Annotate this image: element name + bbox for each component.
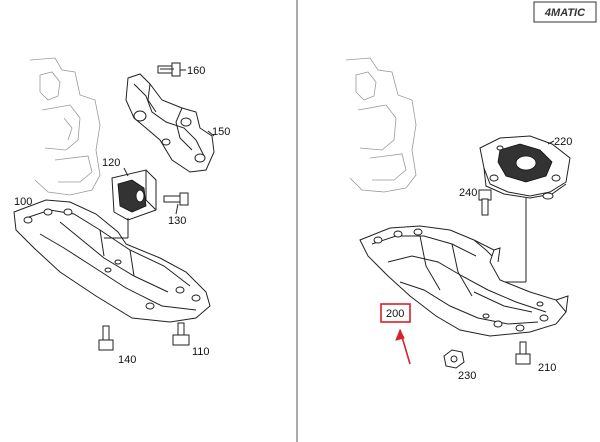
4matic-badge: 4MATIC xyxy=(533,1,597,23)
callout-150: 150 xyxy=(212,126,230,138)
bolt-240-icon xyxy=(478,189,492,216)
rubber-mount-120 xyxy=(111,169,157,221)
left-panel: 160 150 120 130 xyxy=(13,57,230,366)
callout-210: 210 xyxy=(538,362,556,374)
right-panel: 220 240 xyxy=(345,57,572,382)
highlight-200: 200 xyxy=(380,303,411,365)
bolt-130-icon xyxy=(163,192,189,206)
callout-100: 100 xyxy=(14,196,32,208)
callout-110: 110 xyxy=(192,346,210,358)
left-ghost-engine xyxy=(29,57,101,196)
bolt-160-icon xyxy=(157,62,181,77)
crossmember-100 xyxy=(13,199,211,323)
badge-text: 4MATIC xyxy=(544,7,586,19)
bolt-140-icon xyxy=(98,325,114,351)
callout-200: 200 xyxy=(386,308,404,320)
callout-230: 230 xyxy=(458,370,476,382)
bolt-110-icon xyxy=(172,322,190,346)
callout-160: 160 xyxy=(187,65,205,77)
callout-220: 220 xyxy=(554,136,572,148)
crossmember-200 xyxy=(359,225,569,337)
callout-140: 140 xyxy=(118,354,136,366)
arrow-head-icon xyxy=(395,328,405,341)
callout-130: 130 xyxy=(168,215,186,227)
callout-120: 120 xyxy=(102,157,120,169)
mount-220 xyxy=(479,135,571,200)
bolt-210-icon xyxy=(515,341,531,365)
right-ghost-engine xyxy=(345,57,417,193)
mount-bracket-150 xyxy=(125,73,215,173)
nut-230-icon xyxy=(443,349,465,369)
callout-240: 240 xyxy=(459,187,477,199)
